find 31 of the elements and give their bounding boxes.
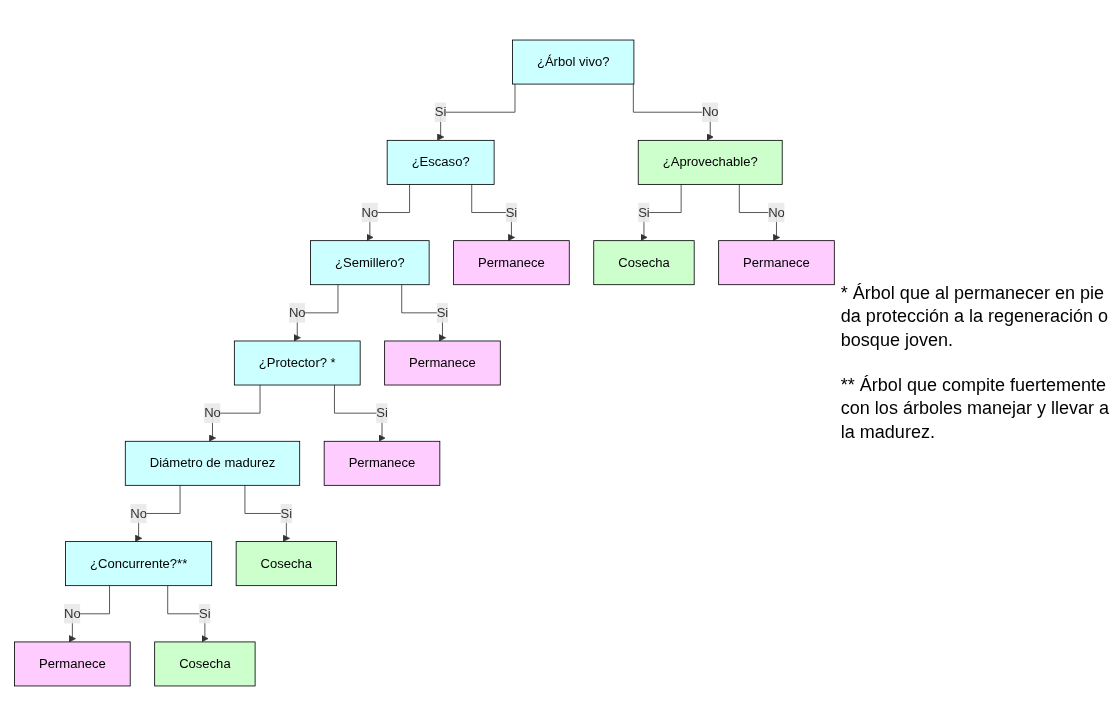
edge-label: Si [434,104,447,119]
node-box: Diámetro de madurez [124,440,301,486]
node-box: Permanece [323,440,441,486]
edge-label: No [204,405,221,420]
node-box: Cosecha [593,240,695,286]
edge-label: Si [280,506,293,520]
node-box: Permanece [718,240,835,286]
edge-label: Si [199,606,211,621]
node-box: ¿Aprovechable? [637,139,783,185]
edge-label: Si [638,205,650,220]
footnote: ** Árbol que compite fuertemente con los árboles manejar y llevar a la madurez. [840,374,1110,444]
edge-label: No [361,205,379,220]
node-box: Permanece [453,240,570,286]
node-box: Permanece [14,641,131,687]
edge-label: No [768,205,785,220]
node-box: ¿Escaso? [386,139,495,185]
node-box: ¿Árbol vivo? [512,39,635,85]
node-box: ¿Concurrente?** [65,541,213,587]
edge-label: No [288,305,306,320]
node-box: ¿Protector? * [233,340,361,386]
node-box: Cosecha [154,641,256,687]
footnote: * Árbol que al permanecer en pie da protección a la regeneración o bosque joven. [840,281,1110,352]
edge-label: No [64,606,81,621]
edge-label: Si [436,305,449,320]
node-box: ¿Semillero? [310,240,430,286]
edge-label: No [701,104,719,119]
node-box: Cosecha [235,541,337,587]
edge-label: Si [376,405,388,420]
node-box: Permanece [384,340,501,386]
edge-label: No [130,506,147,520]
edge-label: Si [505,205,518,220]
